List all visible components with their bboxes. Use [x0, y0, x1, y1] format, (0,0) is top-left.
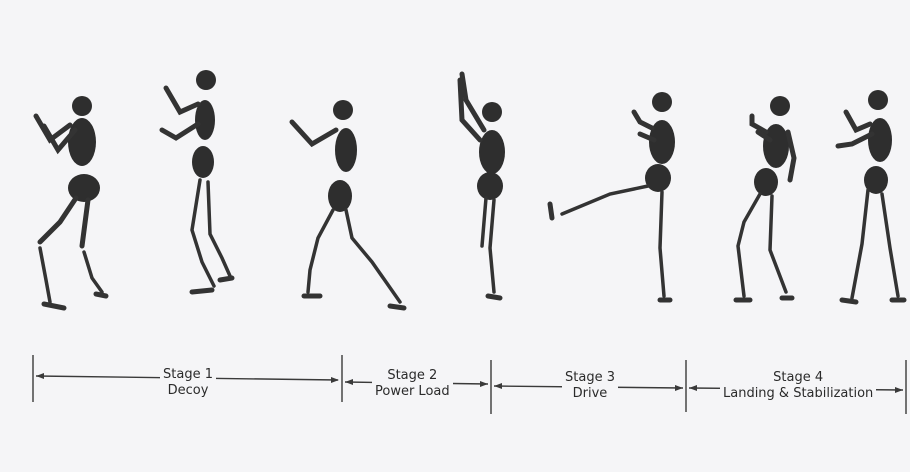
- stage-1-subtitle: Decoy: [163, 383, 213, 399]
- skeleton-figure-6: [736, 96, 794, 300]
- stage-2-title: Stage 2: [375, 368, 450, 384]
- stage-2-label: Stage 2 Power Load: [372, 368, 453, 400]
- stage-2-subtitle: Power Load: [375, 384, 450, 400]
- stage-3-label: Stage 3 Drive: [562, 370, 618, 402]
- stage-3-subtitle: Drive: [565, 386, 615, 402]
- skeleton-figure-2: [162, 70, 232, 292]
- skeleton-figure-1: [36, 96, 106, 308]
- stage-4-label: Stage 4 Landing & Stabilization: [720, 370, 876, 402]
- skeleton-figure-7: [838, 90, 904, 302]
- stage-1-title: Stage 1: [163, 367, 213, 383]
- skeleton-figure-3: [292, 100, 404, 308]
- stage-4-title: Stage 4: [723, 370, 873, 386]
- stage-3-title: Stage 3: [565, 370, 615, 386]
- skeleton-figure-4: [460, 74, 505, 298]
- skeleton-figure-5: [550, 92, 675, 300]
- stage-4-subtitle: Landing & Stabilization: [723, 386, 873, 402]
- stage-1-label: Stage 1 Decoy: [160, 367, 216, 399]
